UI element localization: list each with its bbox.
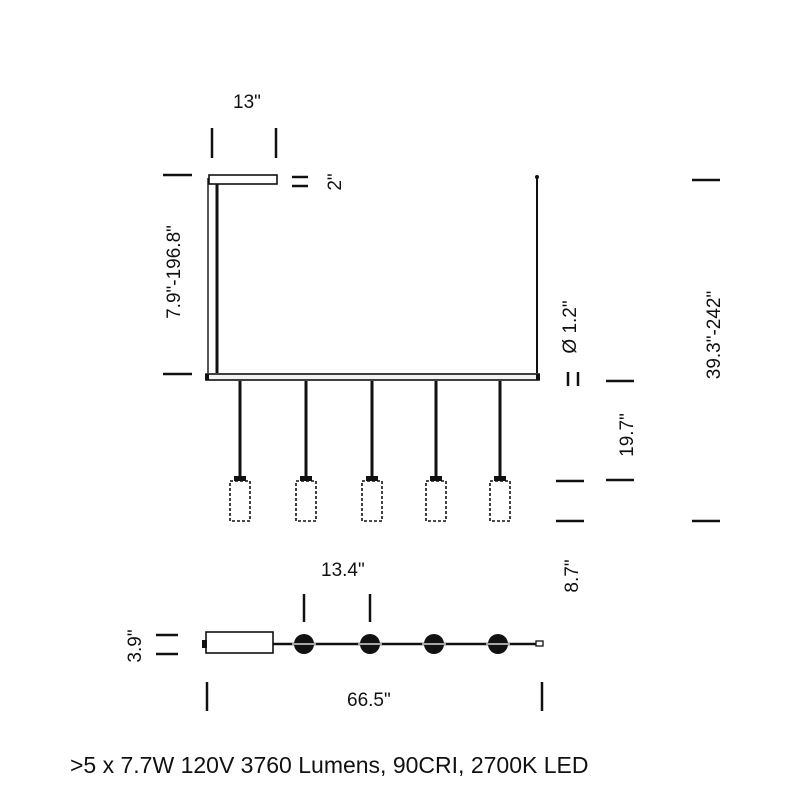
plan-end-right: [535, 640, 544, 647]
pendant-shade: [425, 480, 447, 522]
overall-height-label: 39.3"-242": [704, 291, 725, 380]
pendant-shade: [229, 480, 251, 522]
main-bar: [205, 373, 540, 381]
pendant: [489, 381, 511, 522]
suspension-length-label: 7.9"-196.8": [164, 225, 185, 319]
cable-anchor: [535, 175, 539, 179]
plan-body: [205, 631, 274, 654]
pendants: [229, 381, 511, 522]
pendant: [295, 381, 317, 522]
pendant: [229, 381, 251, 522]
bar-end-right: [536, 374, 540, 380]
bar-diameter-label: Ø 1.2": [560, 300, 581, 353]
plan-shade: [358, 634, 382, 654]
pendant: [361, 381, 383, 522]
pendant-cap: [234, 476, 246, 482]
spec-text: >5 x 7.7W 120V 3760 Lumens, 90CRI, 2700K…: [70, 752, 589, 778]
pendant-drop-label: 19.7": [617, 413, 638, 457]
plan-end-left: [202, 640, 207, 648]
pendant-cap: [300, 476, 312, 482]
pendant-shade: [361, 480, 383, 522]
pendant-shade: [295, 480, 317, 522]
body-depth-label: 3.9": [125, 629, 146, 662]
canopy-width-label: 13": [233, 92, 261, 113]
plan-shade: [422, 634, 446, 654]
pendant-cap: [494, 476, 506, 482]
pendant-cap: [366, 476, 378, 482]
plan-shade: [292, 634, 316, 654]
elevation-view: [205, 174, 540, 381]
canopy: [208, 174, 278, 185]
plan-shades: [292, 634, 510, 654]
shade-height-label: 8.7": [562, 559, 583, 592]
pendant-spacing-label: 13.4": [321, 560, 365, 581]
bar-end-left: [205, 374, 209, 380]
pendant: [425, 381, 447, 522]
pendant-shade: [489, 480, 511, 522]
overall-length-label: 66.5": [347, 690, 391, 711]
pendant-cap: [430, 476, 442, 482]
canopy-height-label: 2": [325, 173, 346, 190]
plan-shade: [486, 634, 510, 654]
